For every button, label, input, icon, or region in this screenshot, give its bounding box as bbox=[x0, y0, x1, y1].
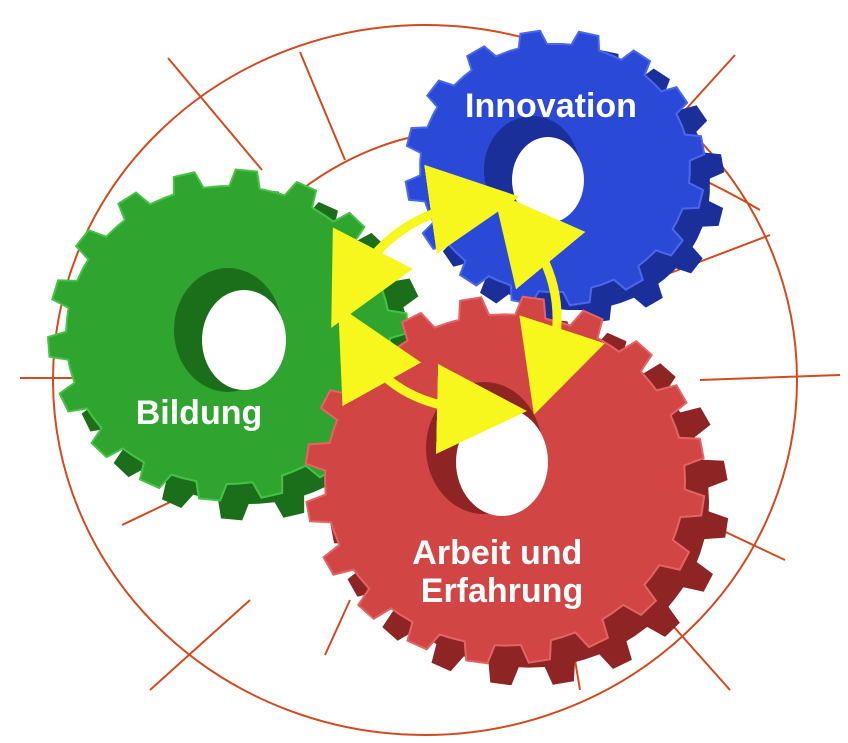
sketch-line bbox=[299, 51, 346, 161]
sketch-line bbox=[167, 57, 263, 171]
label-bildung: Bildung bbox=[136, 394, 263, 432]
label-innovation: Innovation bbox=[465, 87, 637, 125]
label-arbeit-line-2: Erfahrung bbox=[421, 572, 583, 610]
gear-bildung-hole bbox=[202, 290, 286, 390]
arrow-bildung-arbeit bbox=[338, 305, 527, 454]
gear-innovation bbox=[404, 29, 725, 324]
arrow-innovation-arbeit bbox=[493, 191, 605, 415]
label-arbeit: Arbeit und Erfahrung bbox=[412, 534, 591, 610]
interaction-arrows bbox=[331, 164, 605, 454]
gear-innovation-hole bbox=[512, 137, 584, 223]
sketch-line bbox=[699, 374, 841, 381]
label-innovation-line-1: Innovation bbox=[465, 87, 637, 125]
sketch-line bbox=[324, 599, 351, 656]
sketch-line bbox=[149, 599, 251, 691]
label-arbeit-line-1: Arbeit und bbox=[412, 534, 582, 572]
arrow-bildung-innovation bbox=[331, 164, 520, 328]
sketch-ellipse bbox=[52, 24, 798, 736]
gear-arbeit-hole bbox=[456, 408, 548, 516]
label-bildung-line-1: Bildung bbox=[136, 394, 263, 432]
